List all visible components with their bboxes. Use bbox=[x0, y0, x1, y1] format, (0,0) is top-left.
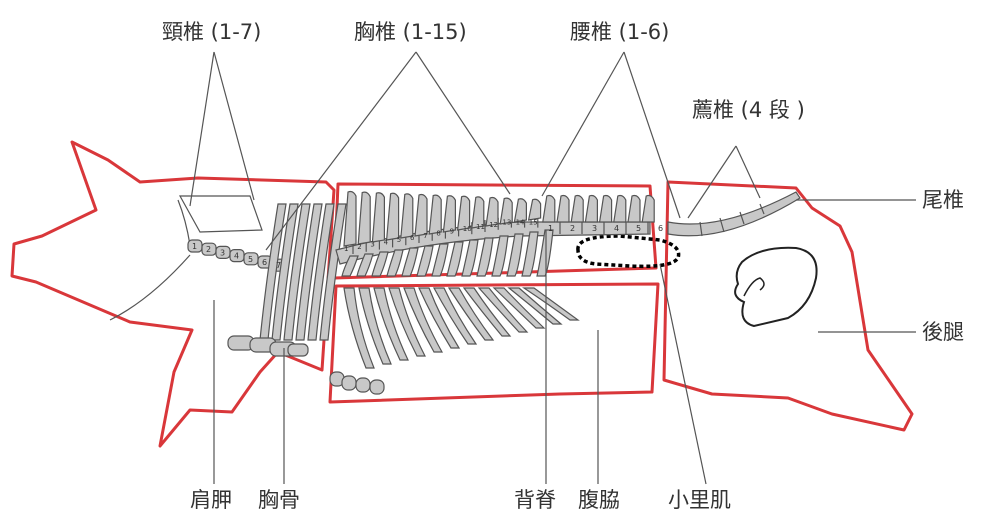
head-contour bbox=[110, 255, 190, 320]
thoracic-vertebra-number: 10 bbox=[463, 225, 472, 233]
upper-rib bbox=[537, 230, 553, 276]
cervical-vertebra-number: 3 bbox=[220, 248, 225, 257]
upper-rib bbox=[492, 236, 508, 276]
thoracic-vertebra-number: 14 bbox=[516, 219, 525, 227]
leader-lumbar-left bbox=[542, 52, 624, 196]
thoracic-vertebra-number: 7 bbox=[423, 232, 427, 240]
cervical-vertebra-number: 7 bbox=[276, 261, 281, 270]
thoracic-vertebra-number: 3 bbox=[370, 241, 374, 249]
lumbar-vertebra-number: 4 bbox=[614, 224, 619, 233]
label-loin: 背脊 bbox=[514, 490, 556, 511]
leader-cervical-left bbox=[190, 52, 214, 206]
lumbar-vertebra-number: 3 bbox=[592, 224, 597, 233]
label-tenderloin: 小里肌 bbox=[668, 490, 731, 511]
scapula-outline bbox=[180, 196, 262, 232]
upper-rib bbox=[507, 234, 523, 276]
lumbar-vertebra-number: 2 bbox=[570, 224, 575, 233]
upper-rib bbox=[417, 246, 433, 276]
lumbar-vertebra-number: 1 bbox=[548, 224, 553, 233]
thoracic-vertebra-number: 12 bbox=[489, 221, 498, 229]
spinous-process bbox=[571, 196, 583, 223]
upper-rib bbox=[447, 242, 463, 276]
label-lumbar: 腰椎 (1-6) bbox=[570, 22, 669, 43]
spinous-process bbox=[401, 194, 413, 238]
label-thoracic: 胸椎 (1-15) bbox=[354, 22, 467, 43]
spinous-process bbox=[543, 196, 555, 223]
label-cervical: 頸椎 (1-7) bbox=[162, 22, 261, 43]
spinous-process bbox=[372, 193, 384, 242]
upper-rib bbox=[477, 238, 493, 276]
cervical-vertebra-number: 4 bbox=[234, 252, 239, 261]
thoracic-vertebra-number: 11 bbox=[476, 223, 485, 231]
belly-sternum bbox=[330, 372, 384, 394]
cervical-vertebra-number: 1 bbox=[192, 242, 197, 251]
label-shoulder: 肩胛 bbox=[190, 490, 232, 511]
thoracic-vertebra-number: 5 bbox=[397, 236, 401, 244]
upper-rib bbox=[462, 240, 478, 276]
spinous-process bbox=[642, 196, 654, 223]
pelvis-bone bbox=[735, 248, 816, 326]
skeleton bbox=[110, 192, 817, 395]
lumbar-vertebra-number: 6 bbox=[658, 224, 663, 233]
cervical-vertebra-number: 2 bbox=[206, 245, 211, 254]
thoracic-vertebra-number: 2 bbox=[357, 243, 361, 251]
lumbar-vertebra-number: 5 bbox=[636, 224, 641, 233]
label-belly: 腹脇 bbox=[578, 490, 620, 511]
spinous-process bbox=[344, 192, 356, 247]
spinous-process bbox=[529, 199, 541, 220]
label-sternum: 胸骨 bbox=[258, 490, 300, 511]
spinous-process bbox=[585, 196, 597, 223]
leader-sacral-right bbox=[736, 146, 760, 198]
spinous-process bbox=[628, 196, 640, 223]
upper-rib bbox=[432, 244, 448, 276]
label-sacral: 薦椎 (4 段 ) bbox=[692, 100, 805, 121]
cervical-vertebra-number: 5 bbox=[248, 255, 253, 264]
leader-thoracic-right bbox=[416, 52, 510, 194]
label-ham: 後腿 bbox=[922, 322, 964, 343]
cervical-vertebra-number: 6 bbox=[262, 258, 267, 267]
thoracic-vertebra-number: 15 bbox=[529, 219, 538, 227]
upper-rib bbox=[387, 250, 403, 276]
spinous-process bbox=[358, 192, 370, 244]
thoracic-vertebra-number: 1 bbox=[344, 245, 348, 253]
upper-rib bbox=[402, 248, 418, 276]
spinous-process bbox=[600, 196, 612, 223]
spinous-process bbox=[614, 196, 626, 223]
spinous-process bbox=[557, 196, 569, 223]
leader-tenderloin bbox=[660, 264, 706, 484]
upper-rib bbox=[522, 232, 538, 276]
thoracic-vertebra-number: 4 bbox=[384, 238, 389, 246]
spinous-process bbox=[415, 195, 427, 237]
spinous-process bbox=[429, 195, 441, 234]
label-caudal: 尾椎 bbox=[922, 190, 964, 211]
thoracic-vertebra-number: 13 bbox=[502, 219, 511, 227]
lower-ribs bbox=[344, 288, 578, 368]
tenderloin-outline bbox=[578, 236, 679, 266]
sacrum-tail bbox=[668, 192, 800, 236]
thoracic-vertebra-number: 8 bbox=[436, 230, 440, 238]
spinous-process bbox=[387, 193, 399, 240]
thoracic-vertebra-number: 6 bbox=[410, 234, 415, 242]
thoracic-vertebra-number: 9 bbox=[450, 227, 454, 235]
